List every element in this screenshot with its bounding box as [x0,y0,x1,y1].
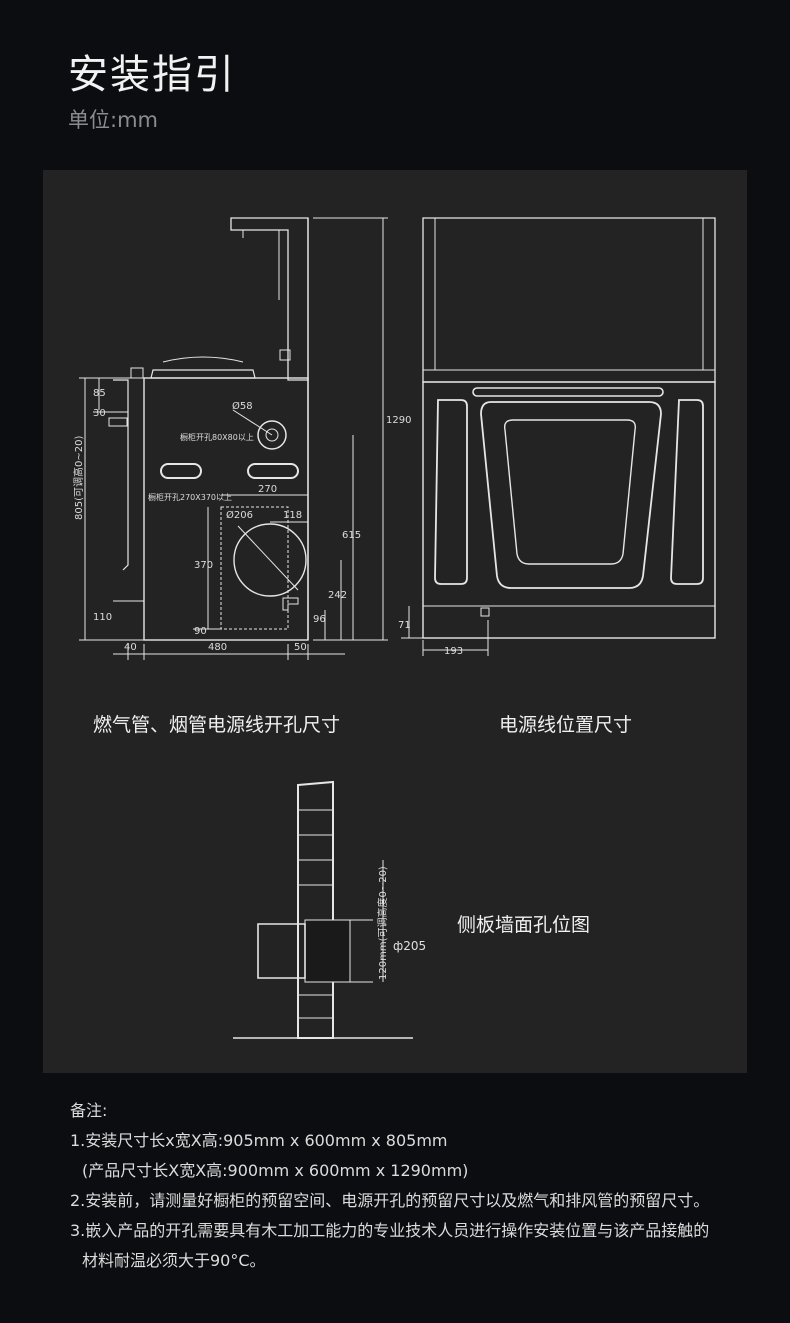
remark-line-3: 2.安装前，请测量好橱柜的预留空间、电源开孔的预留尺寸以及燃气和排风管的预留尺寸… [70,1191,710,1210]
installation-drawings: ф205 [79,217,716,1039]
remark-line-1: 1.安装尺寸长x宽X高:905mm x 600mm x 805mm [70,1131,448,1150]
front-view-drawing [401,217,716,656]
unit-label: 单位:mm [68,108,158,132]
remark-line-2: (产品尺寸长X宽X高:900mm x 600mm x 1290mm) [82,1161,469,1180]
caption-gas-duct: 燃气管、烟管电源线开孔尺寸 [93,714,341,736]
diagram-panel: ф205 燃气管、烟管电源线开孔尺寸 电源线位置尺寸 侧板墙面孔位图 [43,170,747,1073]
remarks: 备注: 1.安装尺寸长x宽X高:905mm x 600mm x 805mm (产… [70,1096,709,1276]
remarks-heading: 备注: [70,1101,108,1120]
caption-wall-hole: 侧板墙面孔位图 [457,914,591,936]
side-view-drawing [79,217,388,660]
wall-hole-drawing [233,780,413,1039]
caption-power-cord: 电源线位置尺寸 [499,714,633,736]
dim-205: ф205 [393,939,426,953]
remark-line-5: 材料耐温必须大于90°C。 [82,1251,266,1270]
remark-line-4: 3.嵌入产品的开孔需要具有木工加工能力的专业技术人员进行操作安装位置与该产品接触… [70,1221,710,1240]
page-title: 安装指引 [68,52,236,98]
